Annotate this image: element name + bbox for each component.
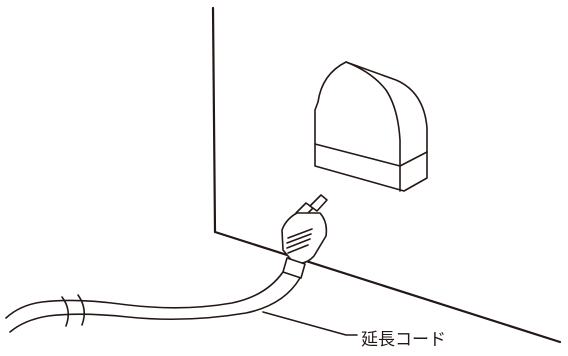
callout-label: 延長コード — [361, 330, 446, 350]
wall-outlet-icon — [314, 61, 428, 192]
floor-icon — [213, 230, 562, 344]
callout-leader-line — [262, 311, 358, 336]
extension-cord-icon — [5, 271, 301, 333]
power-plug-icon — [281, 194, 328, 279]
wall-icon — [211, 6, 217, 234]
